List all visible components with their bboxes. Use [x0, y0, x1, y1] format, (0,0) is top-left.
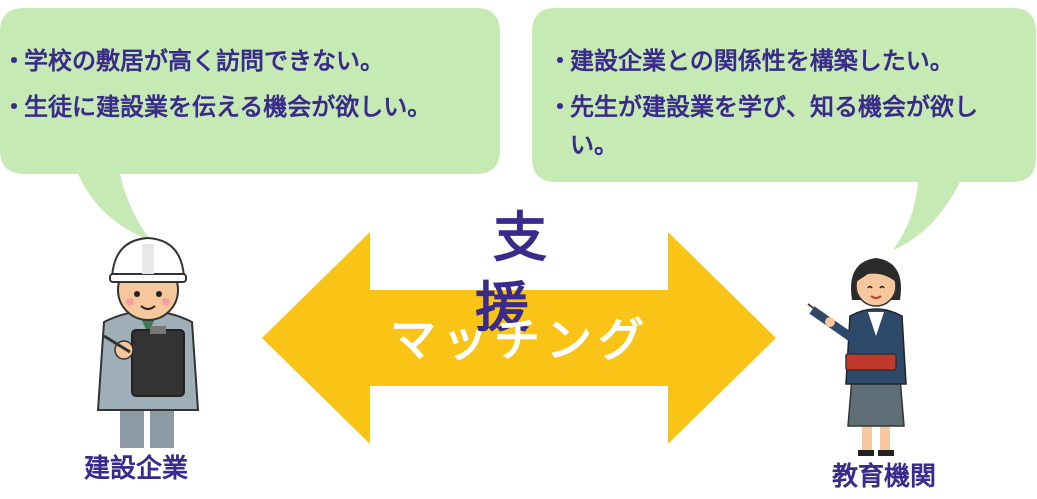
left-bubble-text: ・学校の敷居が高く訪問できない。 ・生徒に建設業を伝える機会が欲しい。	[2, 42, 431, 134]
party-label-construction-company: 建設企業	[84, 454, 189, 484]
party-label-educational-institution: 教育機関	[832, 462, 937, 492]
double-arrow-shape	[262, 232, 776, 444]
right-speech-bubble	[532, 8, 1036, 250]
right-bubble-line-2: ・先生が建設業を学び、知る機会が欲しい。	[548, 93, 978, 159]
left-bubble-line-1: ・学校の敷居が高く訪問できない。	[2, 47, 384, 75]
left-speech-bubble	[0, 8, 500, 240]
right-bubble-text: ・建設企業との関係性を構築したい。 ・先生が建設業を学び、知る機会が欲しい。	[548, 42, 1010, 172]
matching-label: マッチング	[390, 313, 650, 367]
left-bubble-line-2: ・生徒に建設業を伝える機会が欲しい。	[2, 93, 432, 121]
right-bubble-line-1: ・建設企業との関係性を構築したい。	[548, 47, 954, 75]
support-label: 支援	[475, 206, 583, 339]
